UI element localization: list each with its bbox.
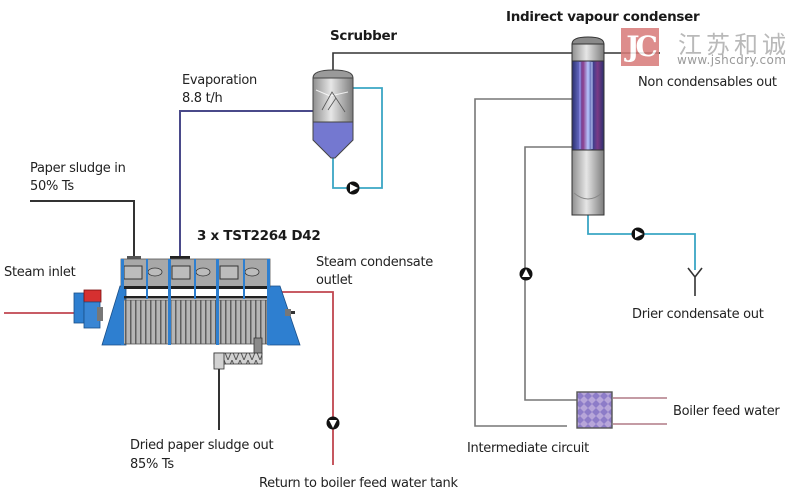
scrubber-title: Scrubber (330, 28, 397, 44)
vapour-outlet-flange (170, 256, 190, 259)
intermediate-circuit-inner-pipe (524, 146, 577, 401)
evaporation-rate-label: 8.8 t/h (182, 91, 223, 106)
non-condensables-label: Non condensables out (638, 75, 777, 90)
boiler-feed-water-label: Boiler feed water (673, 404, 780, 419)
disc-dryer (73, 258, 301, 370)
drier-condensate-pump-icon (631, 227, 645, 241)
dryer-model-label: 3 x TST2264 D42 (197, 228, 321, 244)
return-boiler-label: Return to boiler feed water tank (259, 476, 458, 491)
watermark-logo: JC (621, 28, 659, 66)
dried-sludge-ts-label: 85% Ts (130, 457, 174, 472)
steam-condensate-pump-icon (326, 416, 340, 430)
intermediate-circuit-outer-pipe (474, 98, 574, 427)
dryer-motor-base (73, 292, 85, 324)
evaporation-label: Evaporation (182, 73, 257, 88)
sludge-in-ts-label: 50% Ts (30, 179, 74, 194)
steam-inlet-label: Steam inlet (4, 265, 76, 280)
scrubber-to-condenser-pipe (332, 52, 574, 72)
condenser-tube-bundle (571, 60, 605, 151)
dryer-motor (83, 289, 102, 303)
scrubber-pump-icon (346, 181, 360, 195)
drain-outlet-icon (687, 267, 703, 296)
scrubber-loop-pipe (332, 87, 383, 189)
dryer-discharge-chute (253, 337, 263, 355)
scrubber-vessel (312, 69, 354, 159)
heat-exchanger (576, 391, 613, 429)
watermark-url: www.jshcdry.com (677, 53, 787, 67)
evaporation-vapour-pipe (179, 110, 315, 258)
drier-condensate-pipe (587, 215, 696, 270)
scrubber-liquid (312, 121, 354, 159)
indirect-vapour-condenser (571, 36, 605, 216)
sludge-inlet-flange (127, 256, 141, 260)
watermark-company-name: 江苏和诚 (678, 31, 790, 59)
dried-sludge-label: Dried paper sludge out (130, 438, 274, 453)
steam-condensate-outlet-label: outlet (316, 273, 353, 288)
sludge-in-label: Paper sludge in (30, 161, 126, 176)
condenser-title: Indirect vapour condenser (506, 9, 700, 25)
sludge-in-pipe (30, 200, 135, 258)
drier-condensate-label: Drier condensate out (632, 307, 764, 322)
steam-condensate-label: Steam condensate (316, 255, 433, 270)
intermediate-circuit-label: Intermediate circuit (467, 441, 589, 456)
dryer-right-frame (267, 285, 301, 346)
intermediate-circuit-pump-icon (519, 267, 533, 281)
steam-condensate-pipe (282, 291, 334, 465)
